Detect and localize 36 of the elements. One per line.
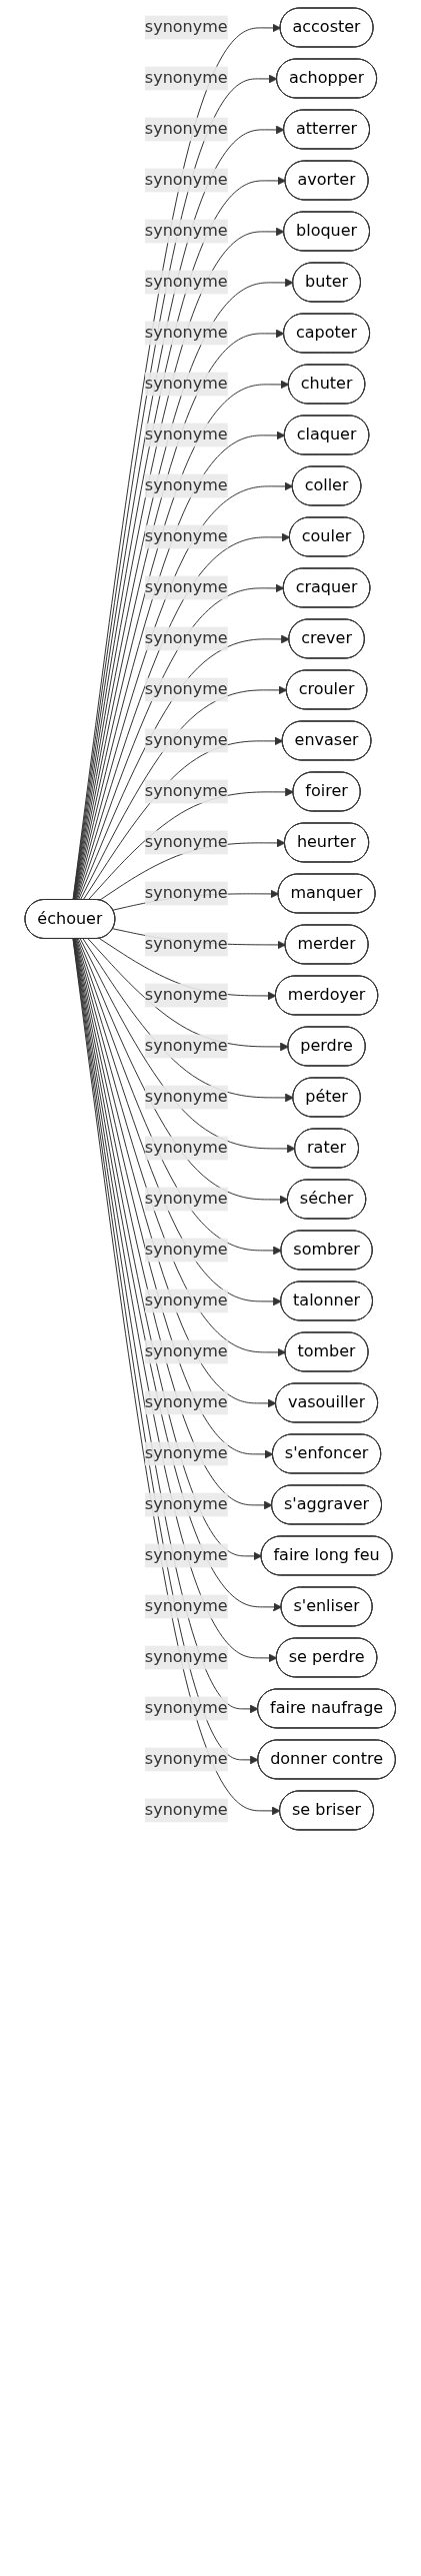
edge-label: synonyme [145,577,228,597]
edge-label: synonyme [145,1138,228,1158]
edge-label: synonyme [145,1494,228,1514]
edge-label: synonyme [145,781,228,801]
edge-label: synonyme [145,272,228,292]
edge-label: synonyme [145,985,228,1005]
edge-label: synonyme [145,832,228,852]
edge-label: synonyme [145,679,228,699]
edge-label: synonyme [145,1392,228,1412]
edge-label: synonyme [145,934,228,954]
edge-label: synonyme [145,526,228,546]
edge-label: synonyme [145,68,228,88]
edge-label: synonyme [145,628,228,648]
edge-label: synonyme [145,1087,228,1107]
edge-label: synonyme [145,730,228,750]
edge-label: synonyme [145,1240,228,1260]
edge-label: synonyme [145,1647,228,1667]
edge-label: synonyme [145,323,228,343]
edge-label: synonyme [145,1189,228,1209]
edge-label: synonyme [145,1596,228,1616]
edge-label: synonyme [145,1341,228,1361]
edge-label: synonyme [145,1545,228,1565]
edge-label: synonyme [145,1290,228,1310]
edge-label: synonyme [145,1036,228,1056]
edge-label: synonyme [145,1698,228,1718]
edge-label: synonyme [145,170,228,190]
edge-label: synonyme [145,221,228,241]
edge-label: synonyme [145,1443,228,1463]
edge-label: synonyme [145,1800,228,1820]
edge-label: synonyme [145,475,228,495]
edge-label: synonyme [145,17,228,37]
edge-label: synonyme [145,883,228,903]
edge-label: synonyme [145,374,228,394]
edge-label: synonyme [145,425,228,444]
edge-label: synonyme [145,1749,228,1769]
edge-label: synonyme [145,119,228,139]
